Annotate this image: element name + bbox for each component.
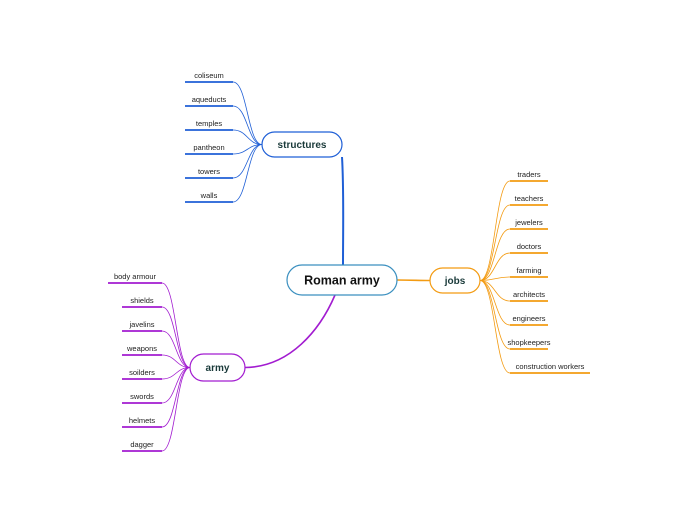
leaf-node[interactable]: jewelers (510, 218, 548, 230)
leaf-label: coliseum (194, 71, 224, 80)
connector-jobs-leaf (479, 280, 511, 350)
leaf-node[interactable]: architects (510, 290, 548, 302)
leaf-label: weapons (126, 344, 157, 353)
branch-structures[interactable]: structures (261, 131, 343, 158)
connector-root-jobs (396, 279, 431, 282)
leaf-node[interactable]: aqueducts (185, 95, 233, 107)
connector-jobs-leaf (479, 252, 511, 281)
leaf-label: traders (517, 170, 541, 179)
branch-jobs[interactable]: jobs (429, 267, 481, 294)
leaf-node[interactable]: temples (185, 119, 233, 131)
leaf-node[interactable]: construction workers (510, 362, 590, 374)
leaf-label: shopkeepers (508, 338, 551, 347)
branch-structures-box (261, 131, 343, 158)
connector-jobs-leaf (479, 280, 511, 326)
leaf-label: construction workers (516, 362, 585, 371)
leaf-label: helmets (129, 416, 156, 425)
leaf-node[interactable]: shields (122, 296, 162, 308)
connectors (161, 81, 511, 452)
leaf-label: architects (513, 290, 545, 299)
connector-jobs-leaf (479, 228, 511, 281)
connector-jobs-leaf (479, 180, 511, 281)
connector-structures-leaf (232, 144, 263, 203)
connector-structures-leaf (232, 81, 263, 145)
leaf-node[interactable]: swords (122, 392, 162, 404)
branch-jobs-box (429, 267, 481, 294)
connector-army-leaf (161, 367, 191, 428)
connector-jobs-leaf (479, 276, 511, 281)
leaf-node[interactable]: javelins (122, 320, 162, 332)
leaf-node[interactable]: traders (510, 170, 548, 182)
leaf-node[interactable]: walls (185, 191, 233, 203)
connector-army-leaf (161, 306, 191, 368)
leaf-node[interactable]: farming (510, 266, 548, 278)
leaf-label: towers (198, 167, 220, 176)
branch-jobs-label: jobs (444, 276, 466, 287)
leaf-node[interactable]: shopkeepers (508, 338, 551, 350)
leaf-label: temples (196, 119, 223, 128)
root-node-box (286, 264, 398, 296)
connector-structures-leaf (232, 105, 263, 145)
connector-army-leaf (161, 282, 191, 368)
leaf-label: aqueducts (192, 95, 227, 104)
leaf-node[interactable]: towers (185, 167, 233, 179)
branch-army-box (189, 353, 246, 382)
branch-army[interactable]: army (189, 353, 246, 382)
leaf-label: walls (200, 191, 218, 200)
leaf-label: swords (130, 392, 154, 401)
leaf-node[interactable]: body armour (108, 272, 162, 284)
leaf-label: engineers (513, 314, 546, 323)
leaf-label: pantheon (193, 143, 224, 152)
leaf-label: soilders (129, 368, 155, 377)
leaf-label: javelins (128, 320, 154, 329)
leaf-node[interactable]: teachers (510, 194, 548, 206)
connector-root-army (244, 294, 336, 369)
leaf-label: shields (130, 296, 154, 305)
leaf-label: dagger (130, 440, 154, 449)
leaf-node[interactable]: coliseum (185, 71, 233, 83)
connector-root-structures (341, 156, 345, 266)
leaf-node[interactable]: soilders (122, 368, 162, 380)
connector-jobs-leaf (479, 204, 511, 281)
leaf-node[interactable]: helmets (122, 416, 162, 428)
leaf-label: farming (516, 266, 541, 275)
root-node[interactable]: Roman army (286, 264, 398, 296)
leaf-nodes: coliseum aqueducts temples pantheon towers wa… (108, 71, 590, 452)
branch-structures-label: structures (278, 140, 327, 151)
leaf-node[interactable]: weapons (122, 344, 162, 356)
branch-army-label: army (206, 363, 230, 374)
leaf-label: jewelers (514, 218, 543, 227)
leaf-node[interactable]: dagger (122, 440, 162, 452)
leaf-label: teachers (515, 194, 544, 203)
leaf-node[interactable]: doctors (510, 242, 548, 254)
connector-jobs-leaf (479, 280, 511, 374)
root-label: Roman army (304, 274, 380, 288)
leaf-node[interactable]: pantheon (185, 143, 233, 155)
leaf-label: doctors (517, 242, 542, 251)
leaf-label: body armour (114, 272, 157, 281)
connector-army-leaf (161, 354, 191, 368)
connector-army-leaf (161, 367, 191, 452)
connector-army-leaf (161, 330, 191, 368)
leaf-node[interactable]: engineers (510, 314, 548, 326)
connector-structures-leaf (232, 129, 263, 145)
